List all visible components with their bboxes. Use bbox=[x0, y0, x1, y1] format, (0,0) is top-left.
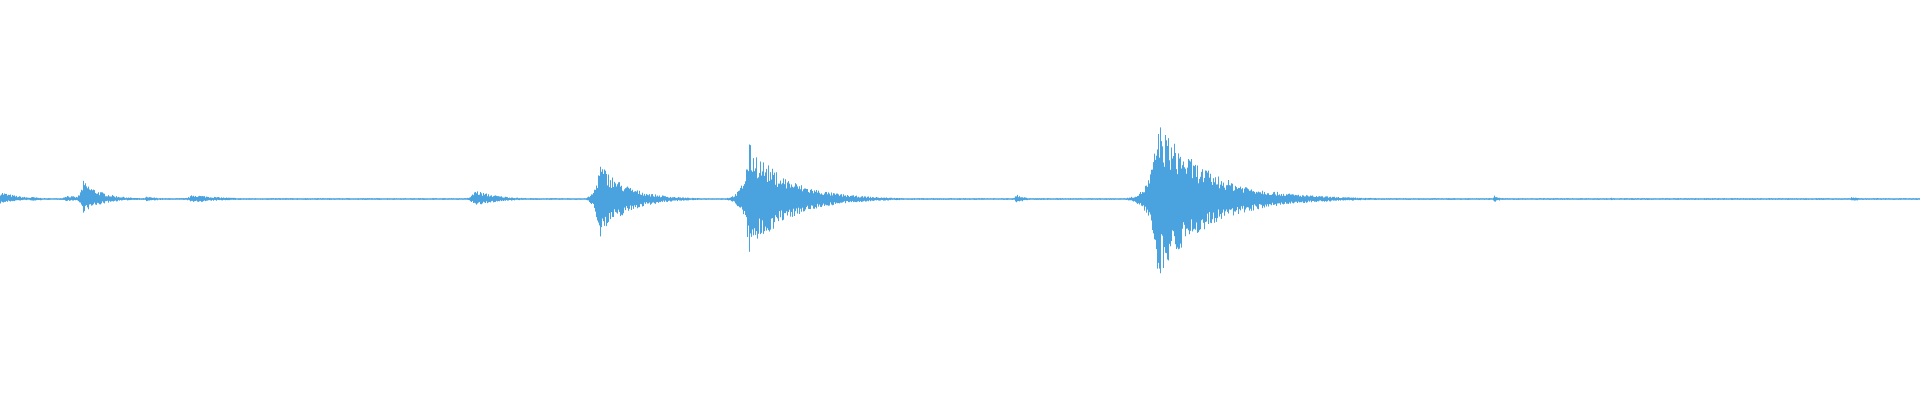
waveform-trace bbox=[0, 127, 1920, 274]
